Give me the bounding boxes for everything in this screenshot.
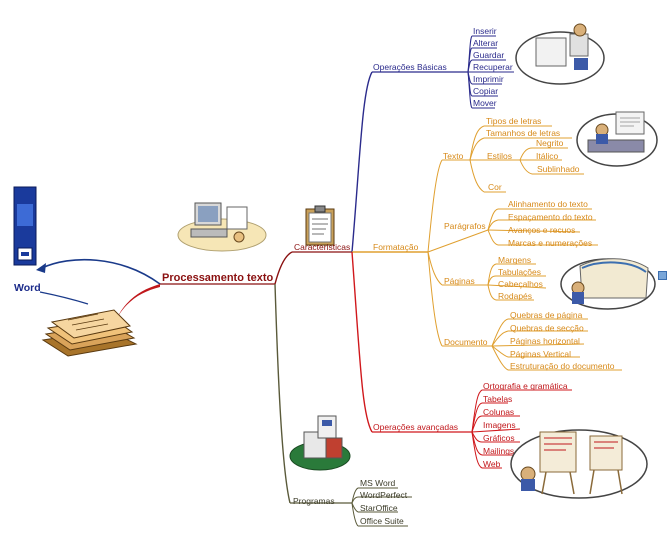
pages-illustration: [560, 254, 656, 310]
paragrafos-item-3[interactable]: Avanços e recuos: [508, 225, 576, 235]
presentation-illustration: [576, 106, 658, 168]
avancadas-item-6[interactable]: Mailings: [483, 446, 515, 456]
texto-item-2[interactable]: Tamanhos de letras: [486, 128, 561, 138]
paragrafos-node[interactable]: Parágrafos: [444, 221, 486, 231]
programas-item-3[interactable]: StarOffice: [360, 503, 398, 513]
avancadas-item-5[interactable]: Gráficos: [483, 433, 515, 443]
texto-item-1[interactable]: Tipos de letras: [486, 116, 542, 126]
root-node-processamento-texto[interactable]: Processamento texto: [162, 272, 274, 284]
programas-node[interactable]: Programas: [293, 496, 335, 506]
avancadas-item-7[interactable]: Web: [483, 459, 501, 469]
paginas-node[interactable]: Páginas: [444, 276, 475, 286]
paragrafos-item-4[interactable]: Marcas e numerações: [508, 238, 593, 248]
documento-item-4[interactable]: Páginas Vertical: [510, 349, 571, 359]
clipboard-icon: [300, 205, 340, 247]
programas-item-2[interactable]: WordPerfect: [360, 490, 408, 500]
documento-node[interactable]: Documento: [444, 337, 488, 347]
programas-item-1[interactable]: MS Word: [360, 478, 396, 488]
documento-item-2[interactable]: Quebras de secção: [510, 323, 584, 333]
paginas-item-3[interactable]: Cabeçalhos: [498, 279, 543, 289]
operacoes-avancadas-node[interactable]: Operações avançadas: [373, 422, 459, 432]
computer-desk-illustration: [177, 195, 267, 253]
paginas-item-1[interactable]: Margens: [498, 255, 532, 265]
meeting-illustration: [514, 18, 606, 88]
basicas-item-2[interactable]: Alterar: [473, 38, 499, 48]
documento-item-5[interactable]: Estruturação do documento: [510, 361, 615, 371]
formatacao-node[interactable]: Formatação: [373, 242, 419, 252]
avancadas-item-1[interactable]: Ortografia e gramática: [483, 381, 568, 391]
paginas-item-2[interactable]: Tabulações: [498, 267, 542, 277]
paragrafos-item-2[interactable]: Espaçamento do texto: [508, 212, 593, 222]
basicas-item-5[interactable]: Imprimir: [473, 74, 504, 84]
avancadas-item-3[interactable]: Colunas: [483, 407, 515, 417]
word-window-icon: [13, 186, 37, 266]
basicas-item-7[interactable]: Mover: [473, 98, 497, 108]
estilos-item-3[interactable]: Sublinhado: [537, 164, 580, 174]
texto-item-4[interactable]: Cor: [488, 182, 502, 192]
expand-handle[interactable]: [658, 271, 667, 280]
texto-item-3[interactable]: Estilos: [487, 151, 513, 161]
paper-stack-icon: [38, 300, 138, 358]
paragrafos-item-1[interactable]: Alinhamento do texto: [508, 199, 588, 209]
basicas-item-1[interactable]: Inserir: [473, 26, 497, 36]
easel-illustration: [510, 424, 648, 500]
caracteristicas-node[interactable]: Caracteristicas: [294, 242, 351, 252]
word-node[interactable]: Word: [14, 282, 41, 294]
texto-node[interactable]: Texto: [443, 151, 464, 161]
paginas-item-4[interactable]: Rodapés: [498, 291, 533, 301]
estilos-item-1[interactable]: Negrito: [536, 138, 564, 148]
software-boxes-illustration: [288, 412, 352, 472]
avancadas-item-2[interactable]: Tabelas: [483, 394, 513, 404]
basicas-item-3[interactable]: Guardar: [473, 50, 505, 60]
basicas-item-4[interactable]: Recuperar: [473, 62, 513, 72]
estilos-item-2[interactable]: Itálico: [536, 151, 559, 161]
documento-item-3[interactable]: Páginas horizontal: [510, 336, 580, 346]
avancadas-item-4[interactable]: Imagens: [483, 420, 516, 430]
basicas-item-6[interactable]: Copiar: [473, 86, 499, 96]
programas-item-4[interactable]: Office Suite: [360, 516, 404, 526]
operacoes-basicas-node[interactable]: Operações Básicas: [373, 62, 447, 72]
documento-item-1[interactable]: Quebras de página: [510, 310, 583, 320]
